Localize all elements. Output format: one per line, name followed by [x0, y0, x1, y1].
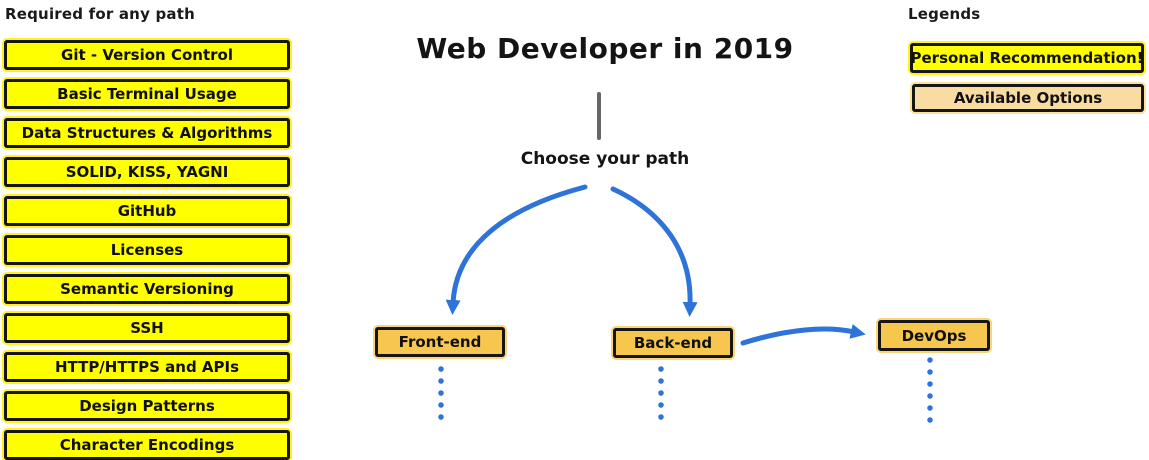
- backend-to-devops-arrow: [740, 324, 866, 346]
- required-item-terminal[interactable]: Basic Terminal Usage: [4, 79, 290, 109]
- required-item-github[interactable]: GitHub: [4, 196, 290, 226]
- required-item-solid-kiss-yagni[interactable]: SOLID, KISS, YAGNI: [4, 157, 290, 187]
- required-item-git[interactable]: Git - Version Control: [4, 40, 290, 70]
- required-item-semantic-versioning[interactable]: Semantic Versioning: [4, 274, 290, 304]
- legends-section-title: Legends: [908, 5, 981, 23]
- required-item-licenses[interactable]: Licenses: [4, 235, 290, 265]
- required-item-character-encodings[interactable]: Character Encodings: [4, 430, 290, 460]
- node-front-end[interactable]: Front-end: [375, 327, 505, 357]
- choose-path-label: Choose your path: [520, 149, 690, 169]
- required-section-title: Required for any path: [5, 5, 195, 23]
- required-item-http-apis[interactable]: HTTP/HTTPS and APIs: [4, 352, 290, 382]
- required-item-data-structures[interactable]: Data Structures & Algorithms: [4, 118, 290, 148]
- choose-to-frontend-arrow: [445, 184, 588, 315]
- node-devops[interactable]: DevOps: [878, 320, 990, 351]
- required-item-ssh[interactable]: SSH: [4, 313, 290, 343]
- choose-to-backend-arrow: [610, 186, 698, 317]
- required-item-design-patterns[interactable]: Design Patterns: [4, 391, 290, 421]
- node-back-end[interactable]: Back-end: [613, 328, 733, 358]
- legend-personal-recommendation: Personal Recommendation!: [910, 43, 1144, 73]
- legend-available-options: Available Options: [912, 84, 1144, 112]
- page-title: Web Developer in 2019: [416, 32, 794, 65]
